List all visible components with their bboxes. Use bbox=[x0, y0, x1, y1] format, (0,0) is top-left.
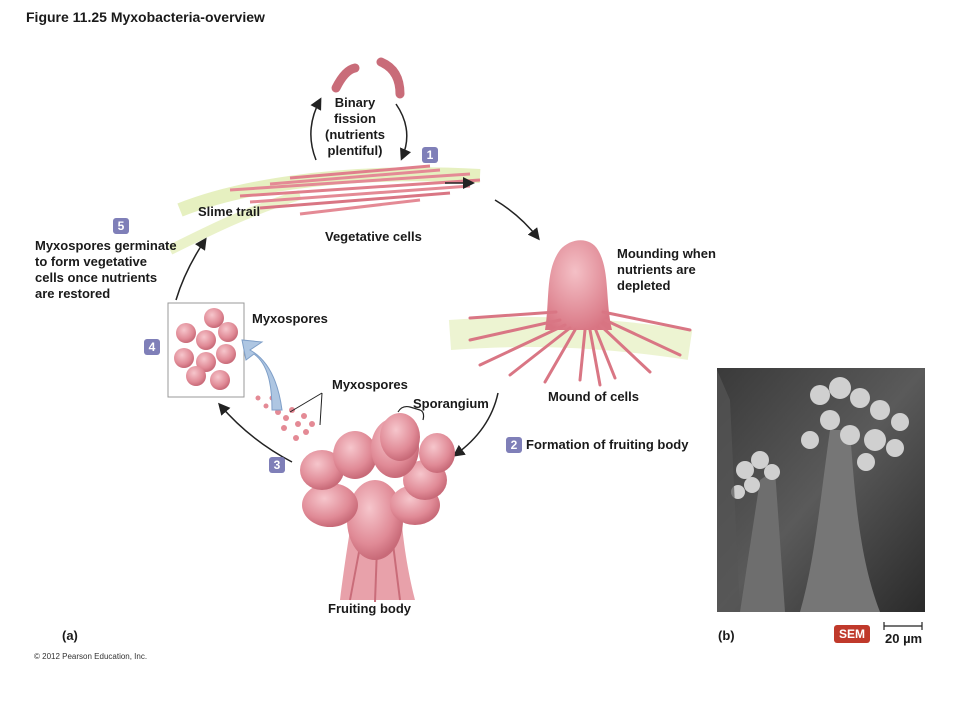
step-4-badge: 4 bbox=[144, 339, 160, 355]
sporangium-label: Sporangium bbox=[413, 396, 489, 411]
slime-trail-cells bbox=[167, 164, 481, 255]
figure-title: Figure 11.25 Myxobacteria-overview bbox=[26, 9, 265, 25]
formation-label: Formation of fruiting body bbox=[526, 437, 689, 452]
sem-badge: SEM bbox=[834, 625, 871, 643]
fruiting-body bbox=[300, 413, 455, 603]
step-1-badge: 1 bbox=[422, 147, 438, 163]
scale-bar bbox=[883, 622, 923, 630]
fruiting-body-label: Fruiting body bbox=[328, 601, 412, 616]
panel-a-label: (a) bbox=[62, 628, 78, 643]
step-3-badge: 3 bbox=[269, 457, 285, 473]
sem-micrograph bbox=[717, 368, 925, 612]
step-5-badge: 5 bbox=[113, 218, 129, 234]
mounding-label: Mounding when nutrients are depleted bbox=[617, 246, 716, 293]
slime-trail-label: Slime trail bbox=[198, 204, 261, 219]
myxospores-top-label: Myxospores bbox=[332, 377, 408, 392]
germinate-label: Myxospores germinate to form vegetative … bbox=[35, 238, 177, 301]
step-2-badge: 2 bbox=[506, 437, 522, 453]
myxospores-cluster bbox=[174, 308, 238, 390]
scale-label: 20 µm bbox=[885, 631, 923, 646]
released-spores bbox=[255, 395, 315, 441]
myxospores-mid-label: Myxospores bbox=[252, 311, 328, 326]
panel-b-label: (b) bbox=[718, 628, 735, 643]
binary-fission-label: Binary fission (nutrients plentiful) bbox=[325, 95, 385, 158]
vegetative-cells-label: Vegetative cells bbox=[325, 229, 422, 244]
dividing-cells bbox=[331, 57, 405, 99]
cell-mound bbox=[448, 240, 693, 387]
mound-of-cells-label: Mound of cells bbox=[548, 389, 639, 404]
copyright-notice: © 2012 Pearson Education, Inc. bbox=[34, 652, 148, 661]
